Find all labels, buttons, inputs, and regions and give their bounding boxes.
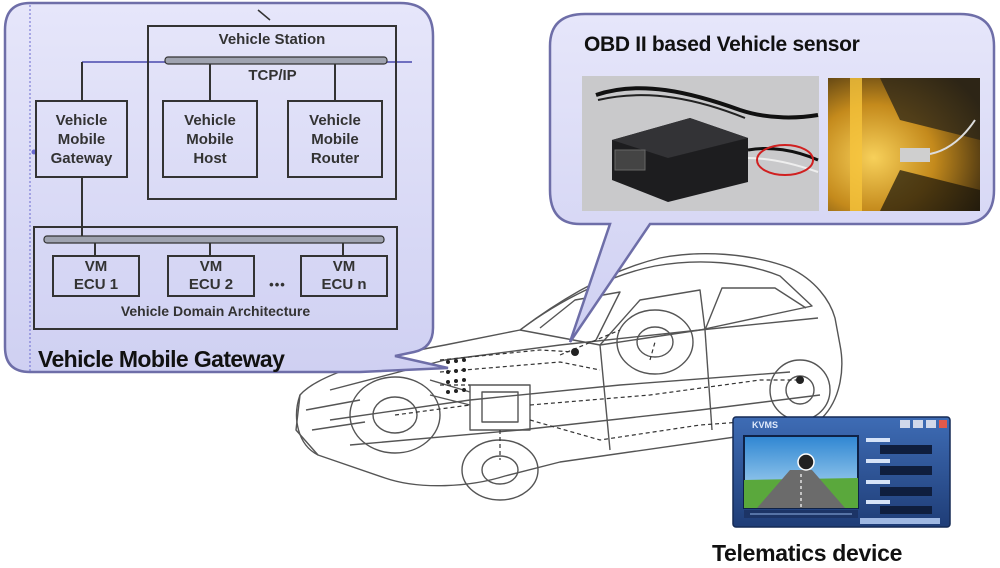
ecu-label-n: VM ECU n [321,258,367,293]
vehicle-mobile-host-box [162,100,258,178]
telematics-device [732,416,951,528]
ecu-ellipsis: ••• [269,277,286,292]
vehicle-domain-box [33,226,398,330]
obd-installed-photo [828,78,980,211]
ecu-box-2: VM ECU 2 [167,255,255,297]
vehicle-mobile-router-label: Vehicle Mobile Router [309,112,361,167]
tcpip-label: TCP/IP [248,67,297,84]
gateway-caption: Vehicle Mobile Gateway [38,346,285,372]
telematics-screen-logo: KVMS [752,420,779,430]
sensor-caption: OBD II based Vehicle sensor [584,33,860,56]
vehicle-station-box [147,25,397,200]
vehicle-mobile-router-box [287,100,383,178]
vehicle-mobile-gateway-label: Vehicle Mobile Gateway [50,112,113,167]
ecu-box-1: VM ECU 1 [52,255,140,297]
car-wiring [394,329,800,460]
ecu-box-n: VM ECU n [300,255,388,297]
telematics-caption: Telematics device [712,540,903,566]
leader-line [257,9,271,21]
tcpip-bus [164,56,388,65]
vehicle-mobile-gateway-box [35,100,128,178]
ecu-label-1: VM ECU 1 [73,258,119,293]
vehicle-station-label: Vehicle Station [218,31,326,48]
car-wiring-dots [446,348,804,394]
vehicle-domain-bus [43,235,385,244]
obd-device-photo [582,76,819,211]
vehicle-mobile-host-label: Vehicle Mobile Host [184,112,236,167]
gateway-callout-balloon [3,1,449,374]
ecu-label-2: VM ECU 2 [188,258,234,293]
vehicle-domain-label: Vehicle Domain Architecture [120,303,311,319]
